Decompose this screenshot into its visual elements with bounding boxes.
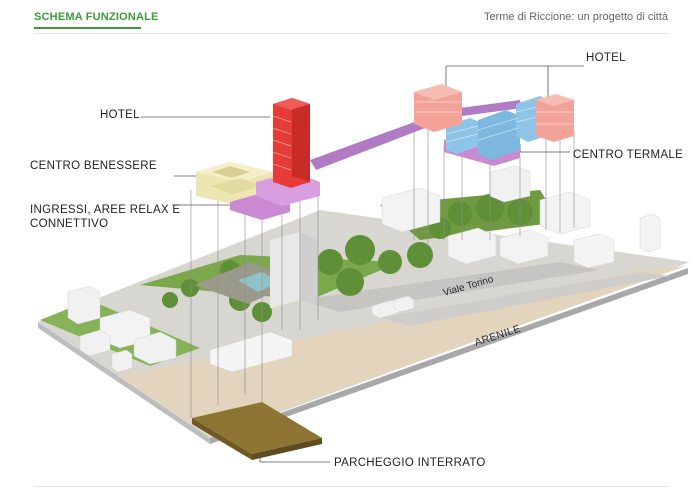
road — [300, 262, 600, 312]
title-underline — [34, 27, 141, 29]
hotel-tower-left — [272, 98, 310, 188]
label-parcheggio: PARCHEGGIO INTERRATO — [334, 457, 486, 469]
parking-block — [192, 402, 322, 460]
leader-lines — [141, 65, 584, 463]
label-centro-benessere: CENTRO BENESSERE — [30, 160, 157, 172]
label-ingressi-line1: INGRESSI, AREE RELAX E — [30, 204, 181, 216]
label-hotel-right: HOTEL — [586, 52, 626, 64]
ground-slab-front — [210, 268, 688, 444]
road-lower — [380, 272, 670, 326]
hotel-block-right — [414, 84, 574, 142]
pavilion-courtyard — [238, 272, 280, 292]
label-hotel-left: HOTEL — [100, 109, 140, 121]
label-ingressi: INGRESSI, AREE RELAX E CONNETTIVO — [30, 203, 180, 231]
label-ingressi-line2: CONNETTIVO — [30, 218, 109, 230]
page-subtitle: Terme di Riccione: un progetto di città — [483, 11, 668, 23]
beach-area — [120, 266, 686, 436]
top-divider — [34, 33, 668, 34]
section-title: SCHEMA FUNZIONALE — [34, 11, 159, 23]
sky-bridge — [310, 120, 425, 170]
context-buildings — [67, 165, 661, 373]
tower-ghost-front — [270, 232, 300, 308]
label-centro-termale: CENTRO TERMALE — [573, 149, 684, 161]
sky-bridge-east — [460, 100, 522, 116]
tower-ghost-side — [300, 232, 318, 306]
projection-lines — [190, 128, 575, 420]
ground-slab-side — [38, 322, 210, 444]
bottom-divider — [34, 486, 668, 487]
